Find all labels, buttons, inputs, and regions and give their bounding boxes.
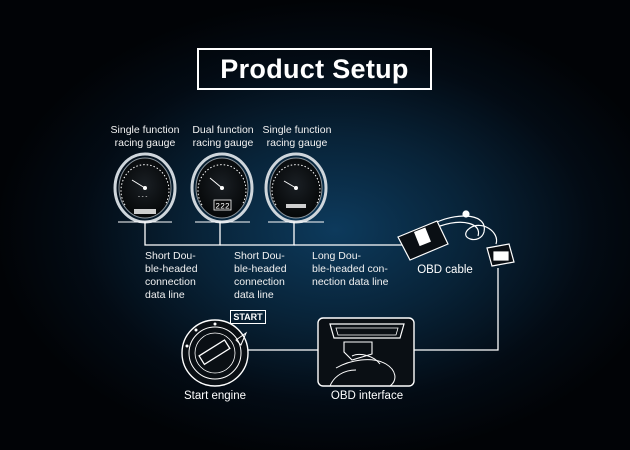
short-line-1-text-2: ble-headed <box>145 263 198 275</box>
short-data-line-2 <box>220 222 295 246</box>
obd-interface-label: OBD interface <box>330 390 404 402</box>
page-title: Product Setup <box>197 48 432 90</box>
long-line-text-2: ble-headed con- <box>312 263 388 275</box>
obd-cable-icon <box>397 210 515 267</box>
gauge-1-label: Single function racing gauge <box>100 124 190 150</box>
gauge-2-label: Dual function racing gauge <box>178 124 268 150</box>
obd-cable-line <box>414 268 499 351</box>
gauge-3 <box>264 152 328 224</box>
long-line-text-1: Long Dou- <box>312 250 362 262</box>
short-line-1-text-1: Short Dou- <box>145 250 196 262</box>
long-line-text-3: nection data line <box>312 276 389 288</box>
start-badge: START <box>230 310 266 324</box>
obd-interface-icon <box>317 317 415 387</box>
gauge-2-label-line2: racing gauge <box>192 137 254 149</box>
long-line-label: Long Dou- ble-headed con- nection data l… <box>312 250 407 289</box>
gauge-1-label-line1: Single function <box>110 124 180 136</box>
short-line-1-text-4: data line <box>145 289 185 301</box>
gauge-3-label-line1: Single function <box>262 124 332 136</box>
short-line-1-label: Short Dou- ble-headed connection data li… <box>145 250 225 302</box>
short-line-2-label: Short Dou- ble-headed connection data li… <box>234 250 314 302</box>
connection-lines <box>144 222 499 351</box>
short-data-line-1 <box>144 222 221 246</box>
gauge-3-label-line2: racing gauge <box>266 137 328 149</box>
obd-cable-label: OBD cable <box>417 264 473 276</box>
short-line-2-text-1: Short Dou- <box>234 250 285 262</box>
short-line-2-text-3: connection <box>234 276 285 288</box>
short-line-2-text-4: data line <box>234 289 274 301</box>
ignition-switch-icon <box>181 319 249 387</box>
gauge-2: 222 <box>190 152 254 224</box>
gauge-1-label-line2: racing gauge <box>114 137 176 149</box>
gauge-1: - - - <box>113 152 177 224</box>
gauge-2-display: 222 <box>215 203 230 212</box>
svg-text:- - -: - - - <box>138 194 147 200</box>
gauge-2-label-line1: Dual function <box>192 124 254 136</box>
start-engine-label: Start engine <box>183 390 246 402</box>
short-line-2-text-2: ble-headed <box>234 263 287 275</box>
short-line-1-text-3: connection <box>145 276 196 288</box>
gauge-3-label: Single function racing gauge <box>252 124 342 150</box>
